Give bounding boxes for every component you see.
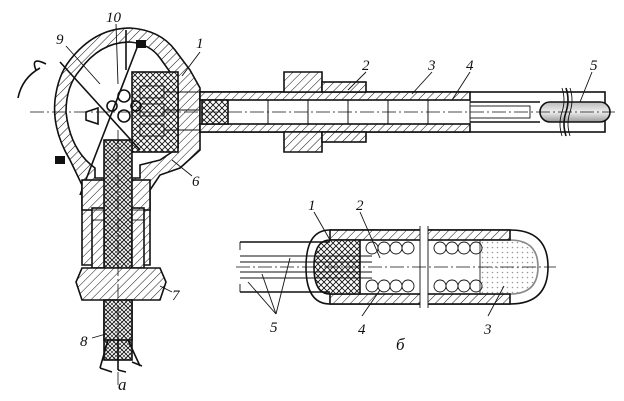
fitting-bottom [283,131,323,153]
label-b-3: 3 [483,322,492,338]
label-a-5: 5 [590,58,598,74]
terminal-screws [139,85,200,137]
figure-a-thermocouple-head: 1 2 3 4 5 6 7 8 9 10 а [17,10,615,394]
sheath-wall-top [199,91,471,101]
label-a-7: 7 [172,288,181,304]
caption-a: а [118,375,127,394]
thermowell-neck [470,101,540,123]
figure-a-leaders [65,23,593,339]
gasket-left [55,156,65,164]
left-nipple [85,106,99,126]
wire-loop [33,60,47,71]
sheath-wall-bottom [199,123,471,133]
gland-seal-left [91,209,105,221]
coil-bottom [365,279,483,293]
gasket-top [136,40,146,48]
label-a-1: 1 [196,36,204,52]
nut-top [321,81,367,93]
label-a-2: 2 [362,58,370,74]
wire-lead [17,67,41,99]
gland-wall-right [131,207,145,269]
label-a-10: 10 [106,10,122,26]
figure-b-sensing-element: 1 2 3 4 5 б [236,198,556,354]
gland-nut [75,267,167,301]
fitting-top [283,71,323,93]
label-b-4: 4 [358,322,366,338]
element-leads [239,241,372,293]
label-b-1: 1 [308,198,316,214]
label-b-2: 2 [356,198,364,214]
label-a-4: 4 [466,58,474,74]
label-a-6: 6 [192,174,200,190]
label-a-9: 9 [56,32,64,48]
label-a-3: 3 [427,58,436,74]
terminal-junction [106,89,142,123]
gland-wall-left [91,207,105,269]
cover-rod-2 [79,39,141,196]
coil-top [365,241,483,255]
cable-wire-ends [99,361,143,373]
figure-b-leaders [247,211,505,317]
cover-rod-1 [59,61,141,151]
caption-b: б [396,335,405,354]
nut-bottom [321,131,367,143]
label-a-8: 8 [80,334,88,350]
gland-seal-right [131,209,145,221]
label-b-5: 5 [270,320,278,336]
